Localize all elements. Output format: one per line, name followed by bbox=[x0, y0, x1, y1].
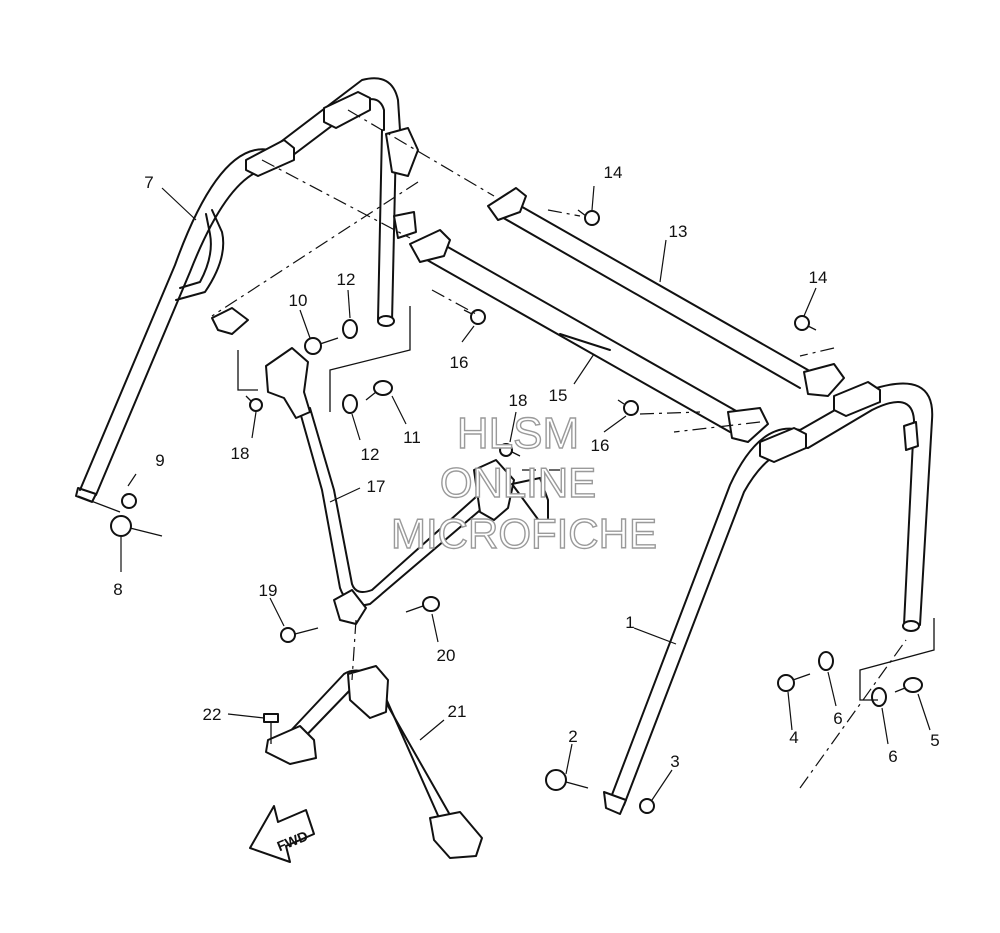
callout-13: 13 bbox=[669, 222, 688, 241]
callout-6a: 6 bbox=[833, 709, 842, 728]
callout-12b: 12 bbox=[361, 445, 380, 464]
callout-9: 9 bbox=[155, 451, 164, 470]
callout-1: 1 bbox=[625, 613, 634, 632]
callout-5: 5 bbox=[930, 731, 939, 750]
callout-labels: 1 2 3 4 5 6 6 7 8 9 10 11 12 12 13 14 14… bbox=[113, 163, 939, 771]
part-13-crossbar bbox=[487, 187, 845, 397]
callout-18b: 18 bbox=[509, 391, 528, 410]
watermark: HLSM ONLINE MICROFICHE bbox=[390, 408, 657, 557]
watermark-line-1: HLSM bbox=[457, 409, 579, 458]
fasteners bbox=[110, 209, 923, 814]
callout-21: 21 bbox=[448, 702, 467, 721]
alignment-lines bbox=[77, 109, 935, 789]
callout-19: 19 bbox=[259, 581, 278, 600]
part-15-crossbar bbox=[409, 229, 769, 443]
callout-10: 10 bbox=[289, 291, 308, 310]
callout-11: 11 bbox=[403, 428, 421, 447]
callout-16b: 16 bbox=[591, 436, 610, 455]
callout-22: 22 bbox=[203, 705, 222, 724]
watermark-line-2: ONLINE bbox=[440, 459, 596, 506]
callout-14b: 14 bbox=[809, 268, 828, 287]
callout-4: 4 bbox=[789, 728, 798, 747]
callout-2: 2 bbox=[568, 727, 577, 746]
callout-18a: 18 bbox=[231, 444, 250, 463]
part-1-right-rollbar bbox=[603, 381, 934, 815]
callout-20: 20 bbox=[437, 646, 456, 665]
callout-12a: 12 bbox=[337, 270, 356, 289]
callout-3: 3 bbox=[670, 752, 679, 771]
watermark-line-3: MICROFICHE bbox=[391, 510, 657, 557]
part-21-brace bbox=[265, 665, 483, 859]
callout-14a: 14 bbox=[604, 163, 623, 182]
callout-6b: 6 bbox=[888, 747, 897, 766]
callout-7: 7 bbox=[144, 173, 153, 192]
fwd-arrow-icon: FWD bbox=[249, 805, 315, 863]
callout-16a: 16 bbox=[450, 353, 469, 372]
callout-15: 15 bbox=[549, 386, 568, 405]
part-17-bar bbox=[211, 307, 549, 625]
callout-17: 17 bbox=[367, 477, 386, 496]
leader-lines bbox=[120, 185, 931, 801]
part-7-left-rollbar bbox=[75, 77, 419, 503]
callout-8: 8 bbox=[113, 580, 122, 599]
